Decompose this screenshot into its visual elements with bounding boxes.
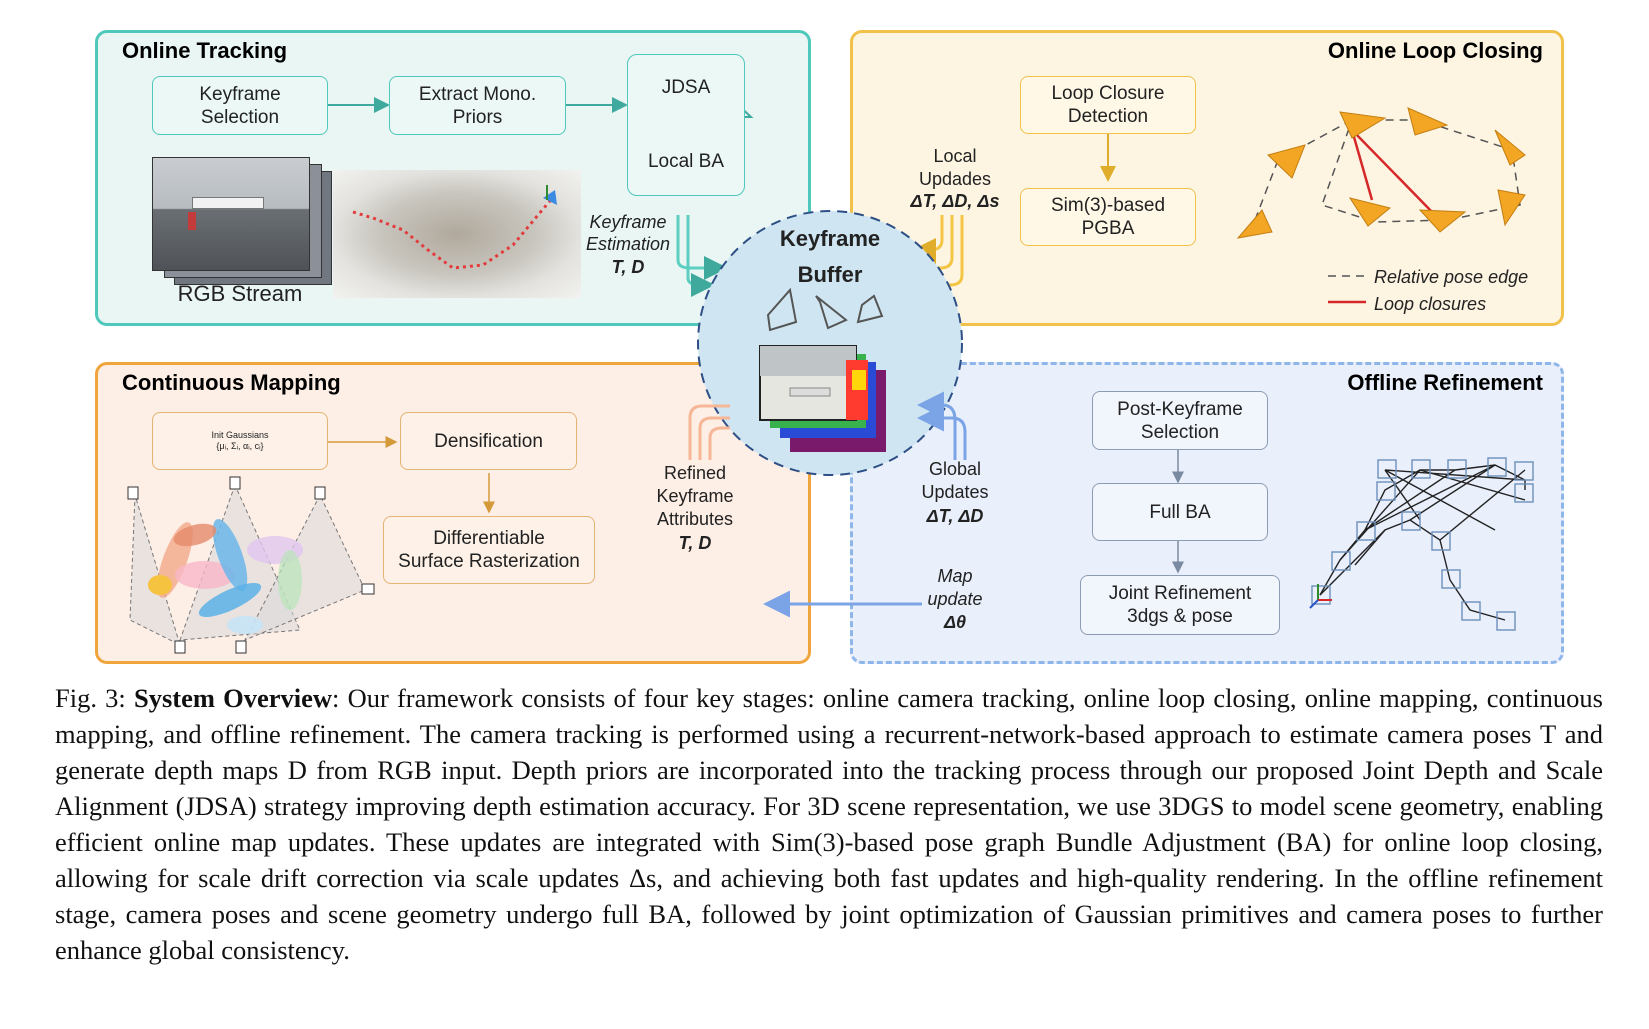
keyframe-estimation-line2: Estimation xyxy=(585,234,671,254)
local-updates-line2: Updades xyxy=(918,169,992,189)
keyframe-estimation-line1: Keyframe xyxy=(589,212,667,232)
init-gaussians-label: Init Gaussians xyxy=(211,430,269,440)
joint-refinement-box: Joint Refinement 3dgs & pose xyxy=(1080,575,1280,635)
post-keyframe-selection-box: Post-Keyframe Selection xyxy=(1092,391,1268,450)
caption-fig-label: Fig. 3: xyxy=(55,683,134,713)
buffer-frame-stack xyxy=(759,345,886,452)
offline-refinement-title: Offline Refinement xyxy=(1347,370,1543,395)
online-loop-closing-title: Online Loop Closing xyxy=(1327,38,1543,63)
online-tracking-title: Online Tracking xyxy=(122,38,288,63)
caption-bold-title: System Overview xyxy=(133,683,333,713)
legend-relative-pose-edge: Relative pose edge xyxy=(1374,267,1529,287)
sim3-pgba-box: Sim(3)-based PGBA xyxy=(1020,188,1196,246)
global-updates-line1: Global xyxy=(928,459,982,479)
global-updates-deltas: ΔT, ΔD xyxy=(926,506,984,526)
keyframe-selection-box: Keyframe Selection xyxy=(152,76,328,135)
jdsa-label: JDSA xyxy=(661,77,711,98)
refined-line2: Keyframe xyxy=(656,486,734,506)
keyframe-estimation-arrows xyxy=(676,215,728,297)
global-update-arrows xyxy=(917,391,967,460)
densification-box: Densification xyxy=(400,412,577,470)
extract-mono-priors-box: Extract Mono. Priors xyxy=(389,76,566,135)
refined-attribute-arrows xyxy=(688,404,730,460)
local-ba-label: Local BA xyxy=(647,151,725,172)
map-update-delta: Δθ xyxy=(943,612,967,632)
rgb-stream-images xyxy=(152,157,332,285)
keyframe-buffer-title-line1: Keyframe xyxy=(779,226,881,251)
rgb-stream-label: RGB Stream xyxy=(177,281,303,306)
global-updates-line2: Updates xyxy=(921,482,989,502)
local-updates-deltas: ΔT, ΔD, Δs xyxy=(910,191,1000,211)
init-gaussians-box: Init Gaussians {μᵢ, Σᵢ, αᵢ, cᵢ} xyxy=(152,412,328,470)
buffer-camera-icons xyxy=(766,287,884,332)
legend-loop-closures: Loop closures xyxy=(1374,294,1487,314)
gaussian-illustration xyxy=(127,476,375,654)
loop-closure-detection-box: Loop Closure Detection xyxy=(1020,76,1196,134)
map-update-line1: Map xyxy=(937,566,973,586)
online-loop-closing-panel: Online Loop Closing xyxy=(850,30,1564,326)
refined-td: T, D xyxy=(678,533,712,553)
full-ba-box: Full BA xyxy=(1092,483,1268,541)
local-update-arrows xyxy=(912,215,964,297)
keyframe-estimation-td: T, D xyxy=(611,257,645,277)
axis-triad xyxy=(1309,584,1332,609)
init-gaussians-params: {μᵢ, Σᵢ, αᵢ, cᵢ} xyxy=(216,441,264,451)
pose-graph-illustration xyxy=(1236,107,1526,304)
jdsa-local-ba-box xyxy=(627,54,745,196)
continuous-mapping-title: Continuous Mapping xyxy=(122,370,341,395)
figure-graphics xyxy=(127,97,1534,654)
offline-camera-frustums xyxy=(1311,457,1534,631)
keyframe-buffer-title-line2: Buffer xyxy=(797,262,863,287)
refined-line3: Attributes xyxy=(656,509,734,529)
offline-pose-network xyxy=(1319,464,1526,621)
point-cloud-image xyxy=(333,170,581,298)
caption-body: : Our framework consists of four key sta… xyxy=(55,683,1603,965)
system-overview-figure: Online Tracking Online Loop Closing Cont… xyxy=(95,30,1564,664)
local-updates-line1: Local xyxy=(933,146,977,166)
figure-caption: Fig. 3: System Overview: Our framework c… xyxy=(55,680,1603,968)
map-update-line2: update xyxy=(927,589,983,609)
differentiable-rasterization-box: Differentiable Surface Rasterization xyxy=(383,516,595,584)
refined-line1: Refined xyxy=(663,463,727,483)
